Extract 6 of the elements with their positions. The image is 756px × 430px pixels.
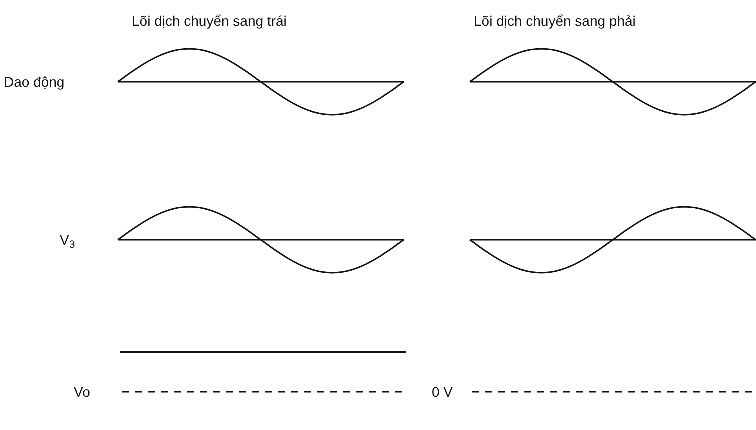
signal-label: Dao động — [4, 73, 65, 92]
column-heading: Lõi dịch chuyển sang phải — [474, 12, 636, 31]
signal-label: V$_{3}$ — [60, 231, 76, 251]
column-heading: Lõi dịch chuyển sang trái — [132, 12, 287, 31]
signal-label: 0 V — [432, 383, 454, 402]
signal-label: Vo — [74, 383, 90, 402]
